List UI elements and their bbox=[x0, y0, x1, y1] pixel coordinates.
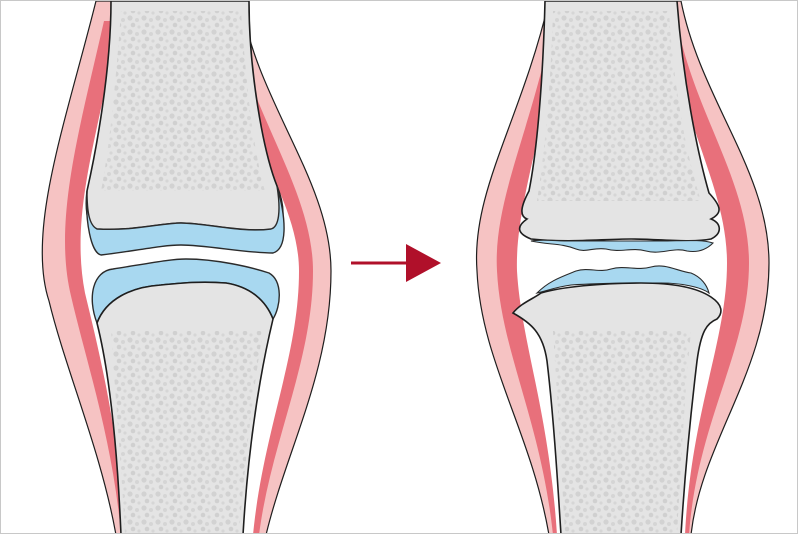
transition-arrow bbox=[351, 244, 441, 282]
healthy-joint bbox=[42, 1, 331, 534]
osteoarthritic-joint bbox=[477, 1, 769, 534]
arrow-head bbox=[406, 244, 441, 282]
